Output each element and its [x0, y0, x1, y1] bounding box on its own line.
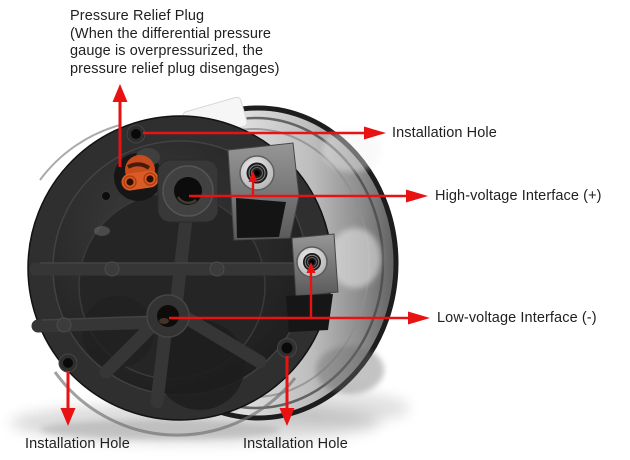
low-voltage-arrow — [169, 262, 430, 325]
pressure-relief-note: Pressure Relief Plug (When the different… — [70, 8, 340, 78]
pressure-relief-plug — [121, 155, 159, 191]
low-voltage-port — [146, 294, 190, 338]
gauge-housing — [27, 115, 339, 437]
installation-hole-bottom-center-label: Installation Hole — [243, 436, 348, 452]
vent-hole — [101, 191, 111, 201]
pressure-relief-arrow — [112, 84, 128, 167]
pressure-relief-note-line: gauge is overpressurized, the — [70, 43, 264, 59]
high-voltage-port — [157, 159, 219, 223]
installation-holes — [58, 124, 297, 373]
grease-mark — [94, 226, 110, 236]
installation-hole-bottom-left-label: Installation Hole — [25, 436, 130, 452]
pressure-relief-note-line: (When the differential pressure — [70, 25, 272, 42]
high-voltage-arrow — [189, 171, 428, 203]
side-port-block-right — [286, 233, 339, 332]
installation-hole-top-arrow — [143, 126, 386, 140]
molded-ribs — [29, 195, 329, 409]
side-port-block-top — [227, 142, 300, 241]
callout-arrows — [60, 84, 430, 426]
low-voltage-label: Low-voltage Interface (-) — [437, 310, 597, 326]
high-voltage-label: High-voltage Interface (+) — [435, 188, 602, 204]
rim-highlight — [53, 371, 297, 437]
installation-hole-bottom-center-arrow — [279, 356, 295, 426]
pressure-relief-note-line: Pressure Relief Plug — [70, 8, 205, 24]
installation-hole-bottom-left-arrow — [60, 371, 76, 426]
pressure-relief-note-line: pressure relief plug disengages) — [70, 60, 280, 77]
installation-hole-top-label: Installation Hole — [392, 125, 497, 141]
